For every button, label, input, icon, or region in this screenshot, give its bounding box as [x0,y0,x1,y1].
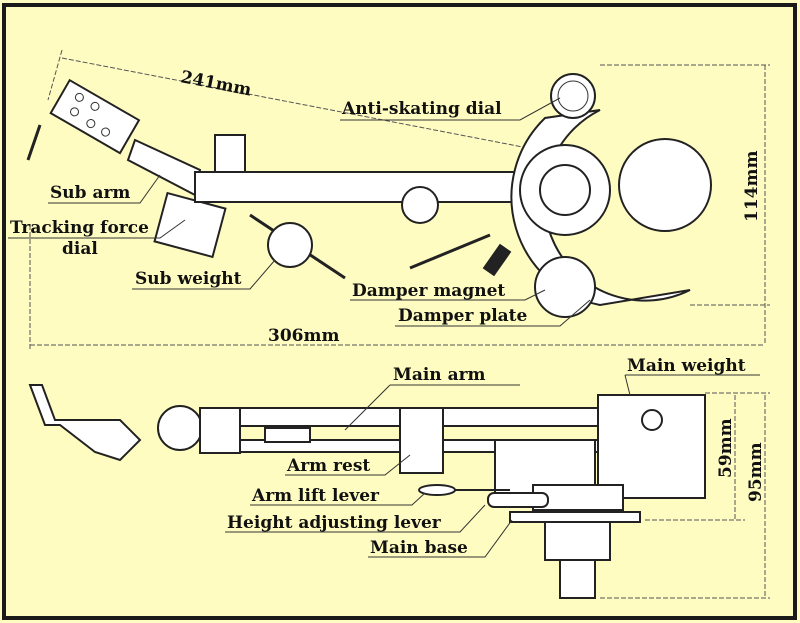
dimension-306mm: 306mm [268,326,339,346]
side-view: Main arm Main weight Arm rest Arm lift l… [28,356,770,599]
leader-height-adjusting-lever [225,504,486,533]
dimension-114mm: 114mm [742,151,762,222]
lift-lever-top [409,233,491,270]
label-tracking-force-dial-2: dial [62,239,98,259]
sub-arm-collar [214,134,246,176]
main-weight-screw [641,409,663,431]
headshell [49,78,141,155]
leader-anti-skating [340,97,561,121]
cartridge-pin [26,124,42,161]
leader-sub-weight [132,259,276,290]
label-arm-lift-lever: Arm lift lever [251,486,380,506]
label-sub-arm: Sub arm [50,183,130,203]
dimension-95mm: 95mm [746,442,766,502]
anti-skating-dial-face [557,80,589,112]
sub-arm-coupling [199,407,241,454]
label-main-weight: Main weight [627,356,746,376]
leader-sub-arm [48,174,161,204]
anti-skating-dial [550,73,596,119]
frame-border [2,3,797,620]
arm-rest [399,407,444,474]
sub-weight [267,222,313,268]
base-stem [544,521,611,561]
label-main-arm: Main arm [393,365,486,385]
label-anti-skating-dial: Anti-skating dial [341,99,502,119]
main-arm-top [194,171,566,203]
leader-arm-lift-lever [250,492,426,506]
label-sub-weight: Sub weight [135,269,242,289]
main-base-flange [509,511,641,523]
top-view: 241mm Anti-skating dial 114mm Sub arm Tr… [8,49,770,350]
label-tracking-force-dial: Tracking force [10,218,149,238]
dimension-59mm: 59mm [716,418,736,478]
main-weight-top [618,138,712,232]
leader-damper-magnet [350,289,546,301]
leader-tracking-force [8,219,186,239]
height-adjusting-lever [487,492,549,508]
arm-rest-knob [401,186,439,224]
arm-lift-cylinder [264,427,311,443]
lever-knob [482,243,512,277]
leader-main-arm [344,384,391,431]
leader-main-base [368,519,513,558]
label-damper-magnet: Damper magnet [352,281,505,301]
label-arm-rest: Arm rest [286,456,370,476]
leader-main-weight [624,374,631,396]
label-height-adjusting-lever: Height adjusting lever [227,513,442,533]
leader-arm-rest [285,454,411,476]
label-main-base: Main base [370,538,468,558]
tracking-force-dial-side [157,405,203,451]
base-spindle [559,559,596,599]
label-damper-plate: Damper plate [398,306,528,326]
dimension-line-241 [61,57,591,161]
pivot-bearing [539,164,591,216]
headshell-side [28,384,142,462]
damper-magnet [534,256,596,318]
dimension-tick [47,49,63,101]
leader-damper-plate [395,299,591,327]
